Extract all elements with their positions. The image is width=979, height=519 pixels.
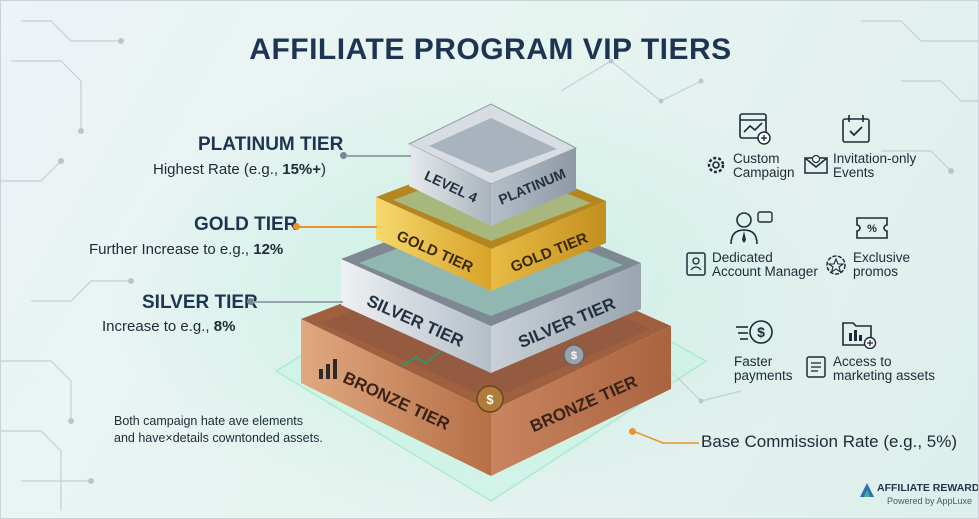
benefit-custom-campaign: Custom Campaign [733, 151, 795, 180]
checklist-icon [806, 356, 826, 378]
benefit-account-manager: Dedicated Account Manager [712, 250, 818, 279]
platinum-desc-prefix: Highest Rate (e.g., [153, 161, 283, 178]
silver-tier-heading: SILVER TIER [142, 292, 258, 313]
silver-desc-prefix: Increase to e.g., [102, 318, 214, 335]
base-rate-connector-line [633, 430, 699, 444]
benefit-exclusive-promos: Exclusive promos [853, 250, 911, 279]
svg-text:$: $ [486, 392, 494, 407]
gold-tier-heading: GOLD TIER [194, 214, 298, 235]
bar-chart-icon [319, 359, 337, 379]
marketing-folder-icon [842, 322, 877, 349]
account-manager-icon [730, 211, 773, 245]
silver-connector-dot [247, 298, 254, 305]
silver-desc-value: 8% [213, 318, 236, 335]
campaign-note: Both campaign hate ave elements and have… [114, 414, 323, 445]
svg-text:%: % [867, 223, 877, 235]
contact-card-icon [686, 252, 706, 276]
base-commission-rate: Base Commission Rate (e.g., 5%) [701, 432, 958, 451]
promo-ticket-icon: % [856, 217, 888, 239]
brand-tagline: Powered by AppLuxe [887, 496, 973, 506]
coin-icon [563, 344, 585, 366]
silver-tier-desc: Increase to e.g., 8% [102, 318, 235, 335]
gold-desc-prefix: Further Increase to e.g., [89, 241, 254, 258]
platinum-connector-line [346, 155, 411, 157]
calendar-check-icon [842, 115, 870, 143]
fast-payment-icon: $ [736, 320, 773, 344]
badge-star-icon [826, 255, 846, 275]
invitation-envelope-icon [804, 154, 828, 174]
svg-text:$: $ [757, 324, 765, 340]
coin-icon [476, 385, 504, 413]
benefit-faster-payments: Faster payments [734, 354, 793, 383]
trend-line-icon [400, 350, 442, 367]
svg-text:$: $ [571, 350, 577, 362]
silver-connector-line [253, 301, 343, 303]
platinum-desc-suffix: ) [321, 161, 327, 178]
benefit-marketing-assets: Access to marketing assets [833, 354, 936, 383]
base-rate-connector-dot [629, 428, 636, 435]
gold-tier-desc: Further Increase to e.g., 12% [89, 241, 283, 258]
gold-connector-line [299, 226, 377, 228]
benefit-invitation-events: Invitation-only Events [833, 151, 917, 180]
gold-desc-value: 12% [253, 241, 284, 258]
platinum-connector-dot [340, 152, 347, 159]
platinum-tier-block: LEVEL 4 PLATINUM [407, 103, 578, 226]
platinum-tier-heading: PLATINUM TIER [198, 134, 344, 155]
page-title: AFFILIATE PROGRAM VIP TIERS [249, 33, 732, 66]
gear-icon [707, 156, 725, 174]
gold-connector-dot [293, 223, 300, 230]
platinum-tier-desc: Highest Rate (e.g., 15%+) [153, 161, 326, 178]
brand-name: AFFILIATE REWARDS [877, 482, 979, 494]
platinum-desc-value: 15%+ [282, 161, 322, 178]
custom-campaign-icon [739, 113, 771, 145]
brand-mark-icon [860, 483, 874, 497]
